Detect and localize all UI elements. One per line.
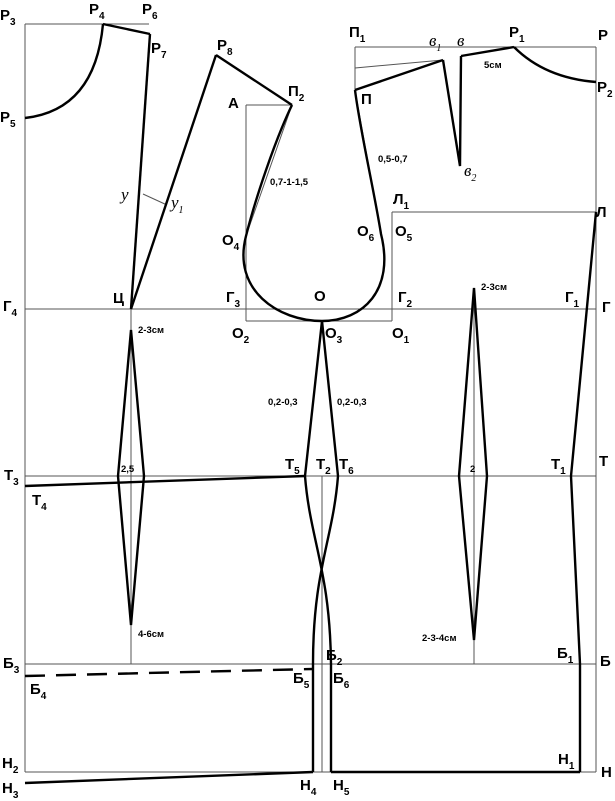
- note-armhole-front: 0,7-1-1,5: [270, 177, 309, 188]
- y-y1-line: [142, 193, 168, 206]
- back-shoulder: [102, 22, 151, 36]
- note-side-right: 0,2-0,3: [337, 397, 367, 408]
- point-label-l: Л: [596, 204, 607, 221]
- point-label-pi1: П1: [349, 24, 366, 45]
- point-label-b2: Б2: [326, 647, 343, 668]
- note-front-dart-top: 2-3см: [481, 282, 507, 293]
- point-label-p8: Р8: [217, 37, 233, 58]
- note-armhole-back: 0,5-0,7: [378, 154, 408, 165]
- point-label-o3: О3: [325, 325, 343, 346]
- point-label-b5: Б5: [293, 670, 310, 691]
- point-label-t6: Т6: [339, 456, 354, 477]
- armhole-curve: [242, 89, 386, 323]
- point-label-a: А: [228, 95, 239, 112]
- point-label-p5: Р5: [0, 109, 16, 130]
- back-neck-aux: [354, 59, 444, 69]
- point-label-g: Г: [602, 299, 611, 316]
- point-label-o: О: [314, 288, 326, 305]
- point-label-pi: П: [361, 91, 372, 108]
- point-label-l1: Л1: [393, 191, 410, 212]
- point-label-n2: Н2: [2, 755, 19, 776]
- point-label-y: у: [119, 185, 129, 204]
- point-label-t4: Т4: [32, 492, 47, 513]
- point-label-b6: Б6: [333, 670, 350, 691]
- point-label-n1: Н1: [558, 751, 575, 772]
- p8-p2: [215, 53, 293, 107]
- armhole-chord-front: [245, 104, 293, 237]
- construction-grid: [24, 23, 597, 773]
- point-label-g1: Г1: [565, 289, 580, 310]
- point-label-o5: О5: [395, 223, 413, 244]
- side-seam-back: [303, 320, 333, 772]
- note-back-dart-width: 2,5: [121, 464, 135, 475]
- point-label-o6: О6: [357, 223, 375, 244]
- point-label-p2: Р2: [597, 79, 613, 100]
- side-seam-front: [311, 320, 340, 772]
- point-label-p6: Р6: [142, 1, 158, 22]
- point-label-o1: О1: [392, 325, 410, 346]
- point-label-n4: Н4: [300, 777, 317, 798]
- point-label-b: Б: [600, 653, 611, 670]
- point-label-t1: Т1: [551, 456, 566, 477]
- note-front-dart-width: 2: [470, 464, 475, 475]
- note-back-dart-top: 2-3см: [138, 325, 164, 336]
- dart-to-p8: [129, 54, 218, 310]
- point-label-v: в: [457, 31, 465, 50]
- back-hem: [24, 770, 314, 785]
- note-side-left: 0,2-0,3: [268, 397, 298, 408]
- front-neckline: [513, 46, 597, 84]
- point-label-t: Т: [599, 453, 608, 470]
- shoulder-dart: [441, 55, 463, 167]
- point-label-o2: О2: [232, 325, 250, 346]
- front-shoulder-2: [460, 45, 515, 58]
- note-front-dart-bottom: 2-3-4см: [422, 633, 457, 644]
- point-label-p3: Р3: [0, 7, 16, 28]
- point-label-o4: О4: [222, 232, 240, 253]
- point-label-v2: в2: [464, 161, 476, 184]
- point-label-v1: в1: [429, 31, 441, 54]
- back-waist-dart: [116, 329, 146, 626]
- point-label-g4: Г4: [3, 298, 18, 319]
- point-label-b3: Б3: [3, 655, 20, 676]
- point-label-p: Р: [598, 27, 608, 44]
- point-label-p7: Р7: [151, 40, 167, 61]
- point-label-b4: Б4: [30, 681, 47, 702]
- point-label-t3: Т3: [4, 467, 19, 488]
- front-waist-dart: [457, 287, 489, 641]
- point-label-g2: Г2: [398, 289, 413, 310]
- point-label-n: Н: [601, 764, 612, 781]
- note-back-dart-bottom: 4-6см: [138, 629, 164, 640]
- note-5cm: 5см: [484, 60, 502, 71]
- front-center: [569, 211, 598, 772]
- point-label-y1: у1: [169, 193, 184, 216]
- pattern-contours: [24, 22, 598, 785]
- point-label-p1: Р1: [509, 24, 525, 45]
- back-waist: [24, 474, 306, 488]
- measurement-notes: 5см 0,7-1-1,5 0,5-0,7 2-3см 4-6см 2,5 2-…: [121, 60, 507, 644]
- point-label-n5: Н5: [333, 777, 350, 798]
- point-label-pi2: П2: [288, 83, 305, 104]
- point-label-p4: Р4: [89, 1, 105, 22]
- back-neckline: [24, 23, 105, 120]
- point-label-b1: Б1: [557, 645, 574, 666]
- point-label-ts: Ц: [113, 290, 124, 307]
- point-label-t2: Т2: [316, 456, 331, 477]
- point-label-n3: Н3: [2, 780, 19, 801]
- hip-dashed: [24, 667, 314, 678]
- front-shoulder: [354, 58, 444, 92]
- back-armhole-edge: [129, 33, 152, 310]
- point-label-g3: Г3: [226, 289, 241, 310]
- point-label-t5: Т5: [285, 456, 300, 477]
